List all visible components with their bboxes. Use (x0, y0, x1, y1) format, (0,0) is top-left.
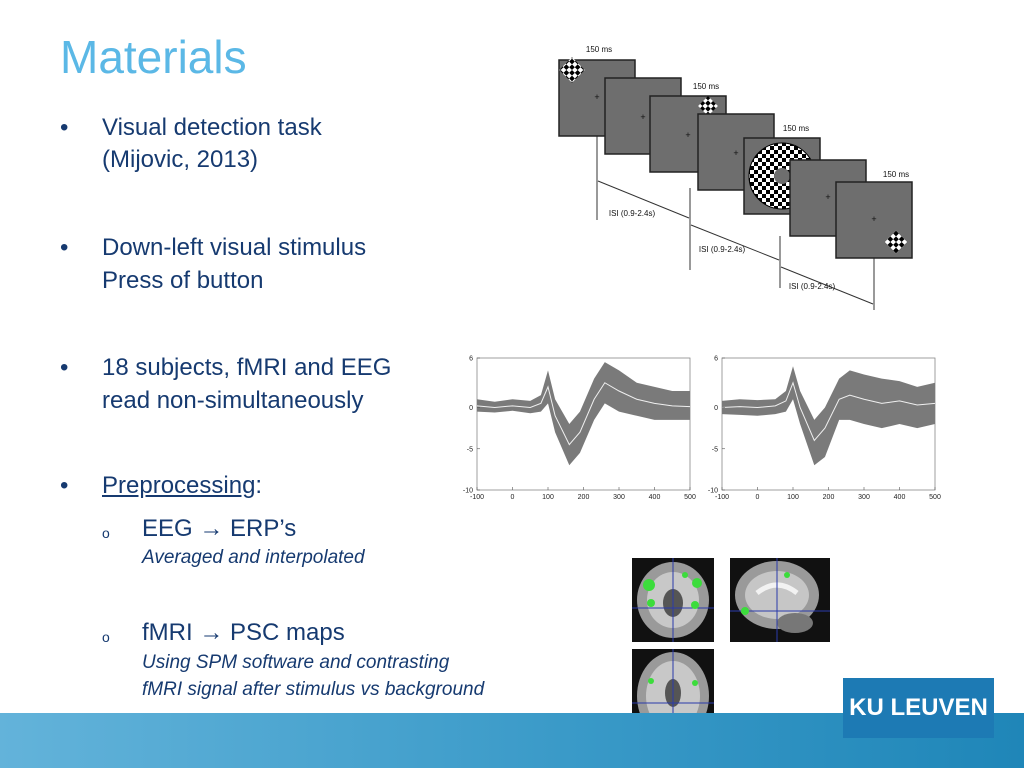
paradigm-diagram: + + + + + + 150 ms 150 ms 150 ms 150 ms … (558, 45, 913, 310)
fixation-cross: + (825, 192, 830, 202)
x-tick-label: 500 (929, 494, 941, 501)
y-tick-label: -10 (463, 488, 473, 495)
x-tick-label: 500 (684, 494, 696, 501)
error-band (477, 362, 690, 466)
y-tick-label: 0 (714, 405, 718, 412)
erp-chart-2: -100 0 100 200 300 400 500 6 0 -5 -10 (708, 356, 941, 502)
duration-label: 150 ms (586, 45, 612, 54)
bullet-line: Visual detection task (102, 114, 322, 141)
frame-7: + (835, 181, 913, 259)
bullet-line: read non-simultaneously (102, 387, 364, 414)
y-tick-label: 6 (714, 356, 718, 363)
fixation-cross: + (640, 112, 645, 122)
x-tick-label: 0 (756, 494, 760, 501)
x-tick-label: -100 (715, 494, 729, 501)
bullet-line: Press of button (102, 267, 264, 294)
x-tick-label: 200 (823, 494, 835, 501)
x-tick-label: 200 (578, 494, 590, 501)
bullet-symbol: • (60, 354, 69, 381)
ku-leuven-logo: KU LEUVEN (843, 678, 994, 738)
bullet-line: Down-left visual stimulus (102, 234, 367, 261)
subbullet-symbol: o (102, 629, 110, 645)
x-tick-label: 400 (894, 494, 906, 501)
fixation-cross: + (685, 130, 690, 140)
erp-chart-1: -100 0 100 200 300 400 500 6 0 -5 -10 (463, 356, 696, 502)
subbullet-desc: Averaged and interpolated (142, 547, 365, 568)
y-tick-label: 0 (469, 405, 473, 412)
x-tick-label: 100 (542, 494, 554, 501)
fixation-cross: + (594, 92, 599, 102)
subbullet-symbol: o (102, 525, 110, 541)
isi-arrow: ISI (0.9-2.4s) (597, 180, 690, 219)
bullet-symbol: • (60, 114, 69, 141)
x-tick-label: -100 (470, 494, 484, 501)
mean-line (476, 382, 691, 446)
bullet-line: (Mijovic, 2013) (102, 146, 259, 173)
preprocessing-heading: Preprocessing (102, 472, 256, 499)
y-tick-label: -5 (712, 446, 718, 453)
slide-title: Materials (60, 31, 247, 83)
duration-label: 150 ms (783, 124, 809, 133)
logo-text: KU LEUVEN (849, 694, 988, 721)
isi-arrow: ISI (0.9-2.4s) (690, 224, 780, 261)
bullet-symbol: • (60, 472, 69, 499)
x-tick-label: 300 (613, 494, 625, 501)
preprocessing-colon: : (255, 472, 263, 499)
fmri-maps (627, 553, 843, 747)
subbullet-desc: fMRI signal after stimulus vs background (142, 679, 485, 700)
subbullet-main: fMRI → PSC maps (142, 619, 345, 646)
isi-label: ISI (0.9-2.4s) (789, 282, 836, 291)
x-tick-label: 300 (858, 494, 870, 501)
error-band (722, 366, 935, 466)
coronal-slice (632, 558, 714, 642)
x-tick-label: 0 (511, 494, 515, 501)
isi-label: ISI (0.9-2.4s) (609, 209, 656, 218)
bullet-line: Preprocessing: (102, 470, 262, 502)
y-tick-label: -5 (467, 446, 473, 453)
y-tick-label: -10 (708, 488, 718, 495)
duration-label: 150 ms (883, 170, 909, 179)
mean-line (721, 381, 936, 442)
duration-label: 150 ms (693, 82, 719, 91)
isi-arrow: ISI (0.9-2.4s) (780, 266, 874, 305)
x-tick-label: 100 (787, 494, 799, 501)
isi-label: ISI (0.9-2.4s) (699, 245, 746, 254)
subbullet-desc: Using SPM software and contrasting (142, 652, 450, 673)
fixation-cross: + (733, 148, 738, 158)
subbullet-main: EEG → ERP’s (142, 515, 297, 542)
bullet-line: 18 subjects, fMRI and EEG (102, 354, 392, 381)
sagittal-slice (730, 558, 830, 642)
bullet-symbol: • (60, 234, 69, 261)
x-tick-label: 400 (649, 494, 661, 501)
fixation-cross: + (871, 214, 876, 224)
y-tick-label: 6 (469, 356, 473, 363)
